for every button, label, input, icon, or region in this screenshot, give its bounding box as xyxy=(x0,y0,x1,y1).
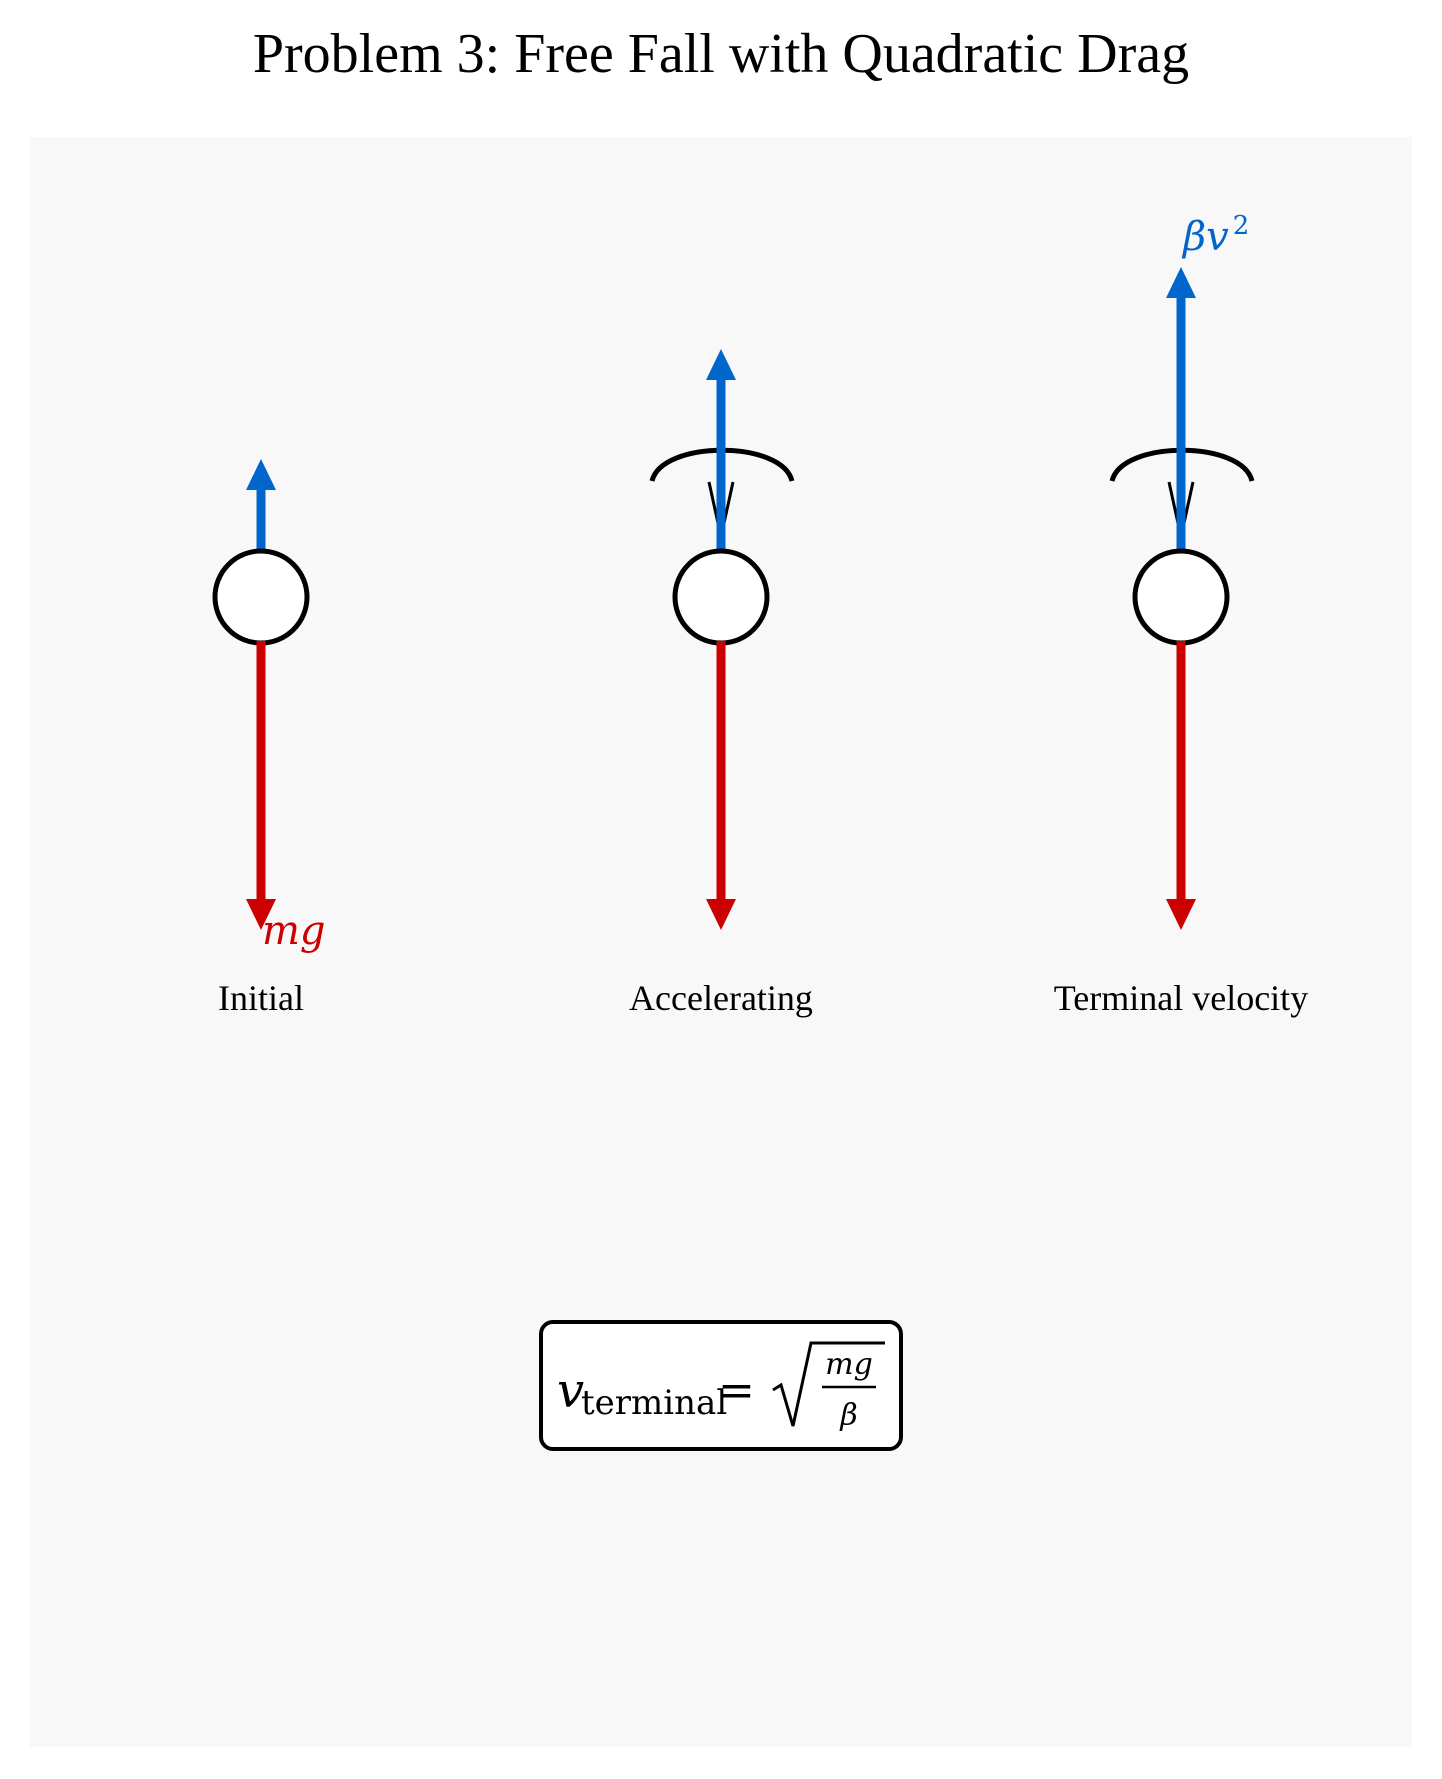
stage-accelerating: Accelerating xyxy=(629,349,813,1018)
stage-label: Terminal velocity xyxy=(1054,978,1308,1018)
falling-ball xyxy=(212,548,310,646)
falling-ball xyxy=(1132,548,1230,646)
formula-box xyxy=(539,1320,903,1451)
stage-label: Initial xyxy=(218,978,304,1018)
drag-arrow-head xyxy=(706,349,736,380)
figure-title: Problem 3: Free Fall with Quadratic Drag xyxy=(253,23,1189,85)
stage-terminal-velocity: βv 2 Terminal velocity xyxy=(1054,211,1308,1018)
formula-numerator: mg xyxy=(825,1347,873,1382)
drag-force-label: βv 2 xyxy=(1181,211,1249,260)
stage-label: Accelerating xyxy=(629,978,813,1018)
gravity-force-label: mg xyxy=(262,908,326,954)
stage-initial: mg Initial xyxy=(212,459,326,1018)
gravity-arrow-head xyxy=(706,899,736,930)
gravity-arrow-head xyxy=(246,899,276,930)
square-root-symbol xyxy=(772,1341,885,1427)
formula-lhs-subscript: terminal xyxy=(581,1383,727,1423)
drag-arrow-head xyxy=(246,459,276,490)
drag-arrow-head xyxy=(1166,267,1196,298)
formula-lhs-variable: v xyxy=(557,1363,584,1419)
formula-denominator: β xyxy=(839,1398,857,1433)
falling-ball xyxy=(672,548,770,646)
terminal-velocity-formula: v terminal = mg β xyxy=(539,1320,903,1451)
gravity-arrow-head xyxy=(1166,899,1196,930)
formula-equals-sign: = xyxy=(718,1365,755,1416)
